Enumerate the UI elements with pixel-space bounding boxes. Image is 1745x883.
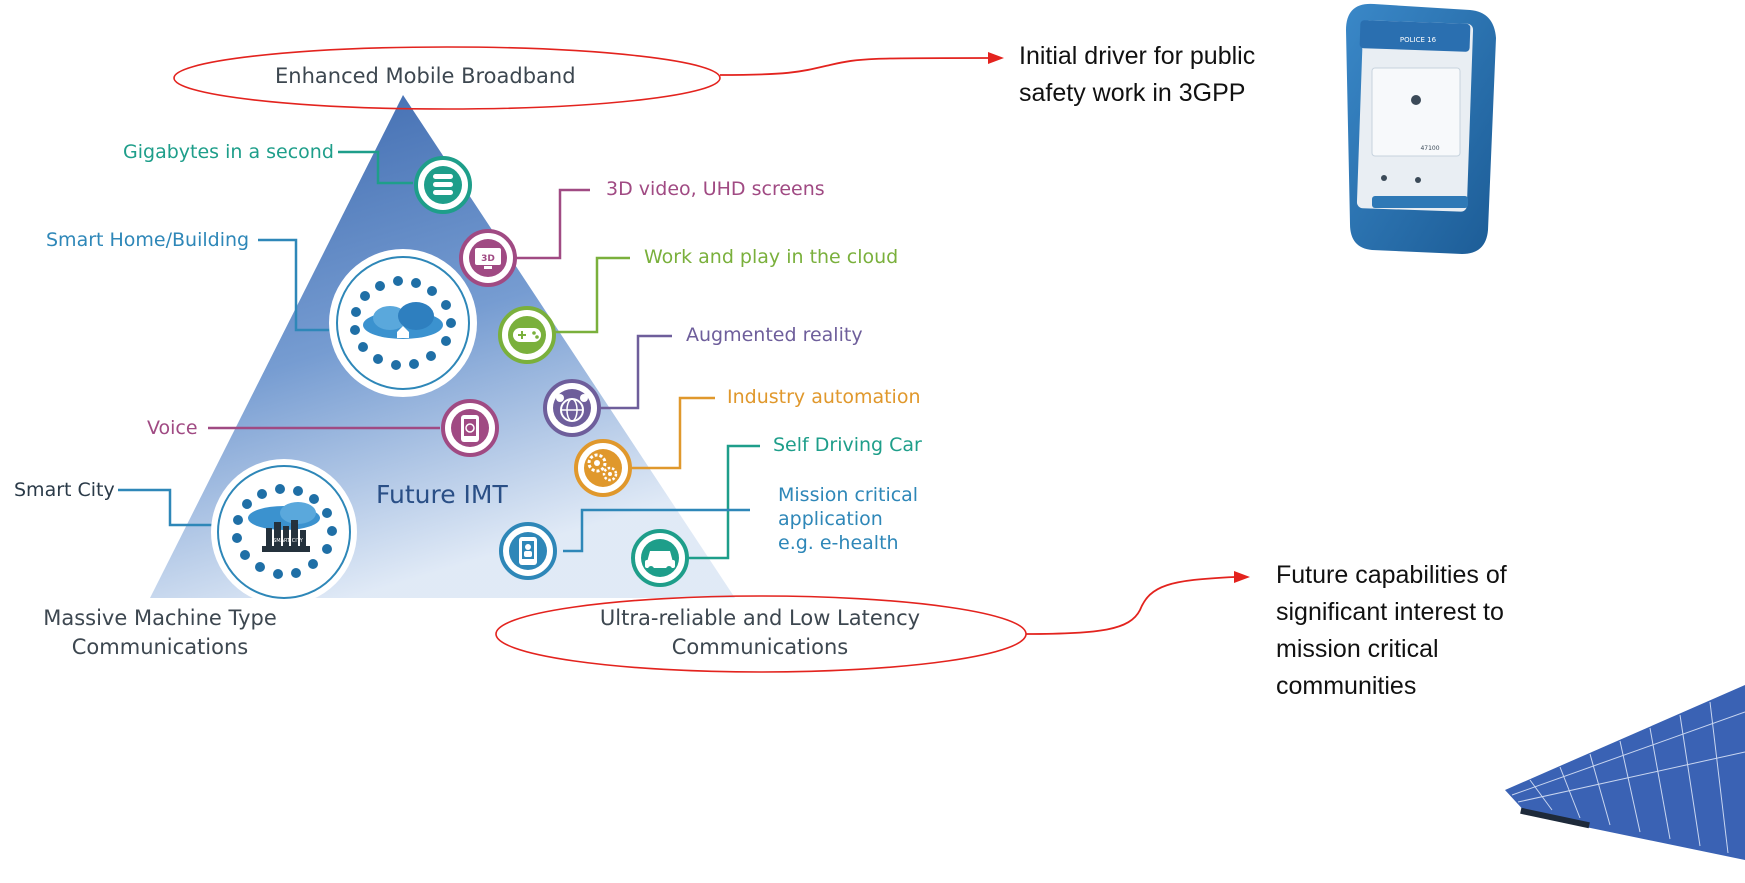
connector-gigabytes: [338, 150, 413, 185]
note-initial-line-2: safety work in 3GPP: [1019, 79, 1246, 107]
urllc-line-2: Communications: [671, 635, 849, 659]
mission-critical-line-3: e.g. e-health: [778, 532, 899, 554]
note-future-line-2: significant interest to: [1276, 598, 1504, 626]
smart-city-label: Smart City: [14, 479, 115, 501]
annotation-arrow-top: [719, 52, 1004, 76]
smart-home-cluster-icon: [329, 249, 477, 397]
car-icon: [631, 529, 689, 587]
connector-industry: [628, 396, 715, 470]
3d-screen-icon: 3D: [459, 229, 517, 287]
globe-balloon-icon: [543, 379, 601, 437]
connector-smart-city: [118, 488, 214, 527]
smart-home-label: Smart Home/Building: [46, 229, 250, 251]
urllc-label: Ultra-reliable and Low Latency Communica…: [550, 604, 970, 662]
industry-automation-label: Industry automation: [727, 386, 921, 408]
note-future-line-3: mission critical: [1276, 635, 1439, 663]
embb-label: Enhanced Mobile Broadband: [275, 64, 576, 88]
urllc-line-1: Ultra-reliable and Low Latency: [599, 606, 921, 630]
self-driving-car-label: Self Driving Car: [773, 434, 922, 456]
note-future-capabilities: Future capabilities of significant inter…: [1276, 557, 1507, 705]
mission-critical-label: Mission critical application e.g. e-heal…: [778, 483, 918, 555]
mmtc-line-1: Massive Machine Type: [43, 606, 277, 630]
note-initial-driver: Initial driver for public safety work in…: [1019, 38, 1255, 112]
note-future-line-1: Future capabilities of: [1276, 561, 1507, 589]
mmtc-line-2: Communications: [71, 635, 249, 659]
database-icon: [414, 156, 472, 214]
connector-smart-home: [258, 238, 332, 332]
smart-city-badge-text: SMART CITY: [273, 538, 304, 544]
connector-cloud: [550, 256, 630, 334]
connector-ar: [598, 334, 672, 410]
solar-panel-image: [1505, 685, 1745, 860]
gigabytes-label: Gigabytes in a second: [123, 141, 334, 163]
annotation-arrow-bottom: [1025, 571, 1250, 635]
device-header-text: POLICE 16: [1400, 36, 1437, 44]
device-number-text: 47100: [1420, 145, 1439, 152]
annotation-ellipse-embb: [173, 46, 721, 110]
future-imt-label: Future IMT: [376, 480, 508, 509]
gamepad-icon: [498, 306, 556, 364]
3d-video-label: 3D video, UHD screens: [606, 178, 825, 200]
3d-badge-text: 3D: [481, 254, 495, 264]
mission-critical-line-2: application: [778, 508, 883, 530]
voice-label: Voice: [147, 417, 198, 439]
connector-3d-video: [516, 188, 590, 260]
rugged-handset-image: POLICE 16 47100: [1346, 3, 1496, 254]
connector-self-driving: [688, 444, 760, 560]
note-initial-line-1: Initial driver for public: [1019, 42, 1256, 70]
phone-voice-icon: [441, 399, 499, 457]
augmented-reality-label: Augmented reality: [686, 324, 863, 346]
mission-critical-line-1: Mission critical: [778, 484, 919, 506]
mmtc-label: Massive Machine Type Communications: [10, 604, 310, 662]
smart-city-cluster-icon: SMART CITY: [211, 459, 357, 605]
note-future-line-4: communities: [1276, 672, 1417, 700]
connector-mission: [563, 508, 750, 553]
gears-icon: [574, 439, 632, 497]
cloud-label: Work and play in the cloud: [644, 246, 899, 268]
doctor-phone-icon: [499, 522, 557, 580]
